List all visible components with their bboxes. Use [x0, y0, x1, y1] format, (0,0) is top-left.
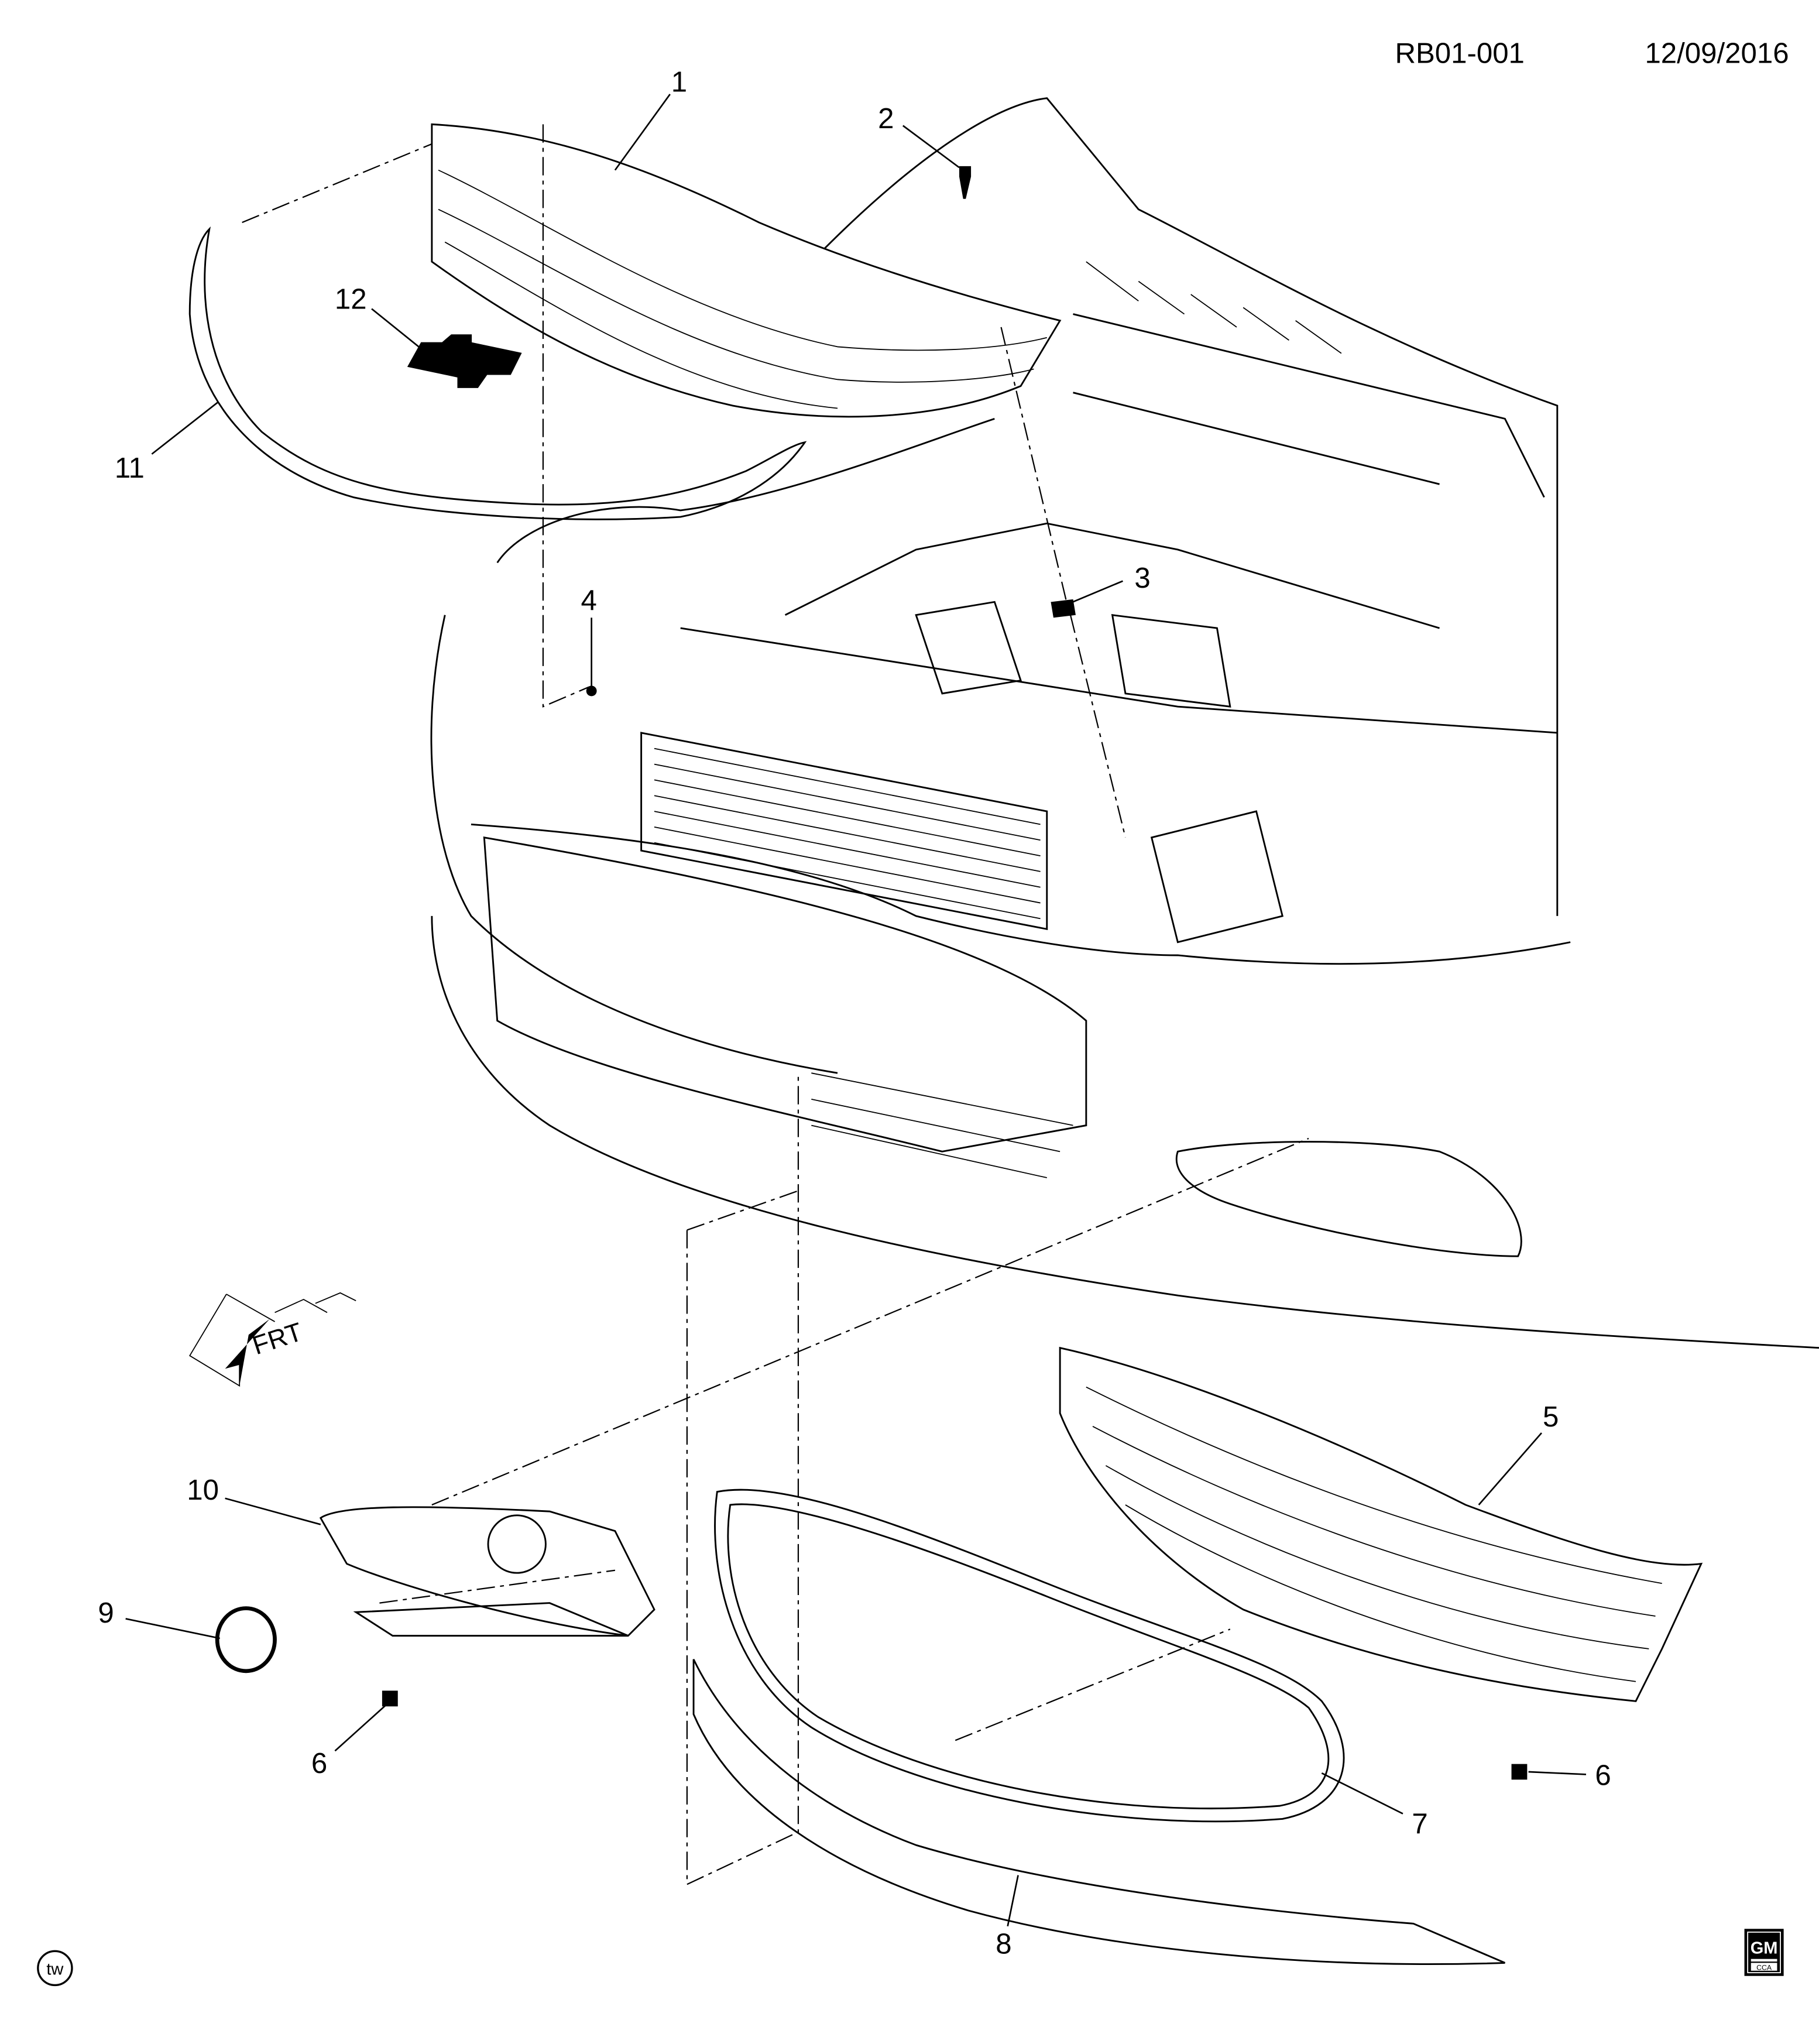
callout-9: 9 [98, 1597, 114, 1629]
svg-text:tw: tw [46, 1960, 64, 1979]
callout-8: 8 [996, 1928, 1011, 1960]
part-retainer-4 [586, 685, 597, 697]
tw-logo: tw [37, 1950, 73, 1987]
part-emblem-bowtie [407, 334, 522, 388]
callout-1: 1 [671, 66, 687, 98]
callout-6-left: 6 [311, 1747, 327, 1779]
radiator-fins [654, 747, 1041, 920]
part-bolt [959, 166, 972, 199]
leader-lines [125, 94, 1587, 1927]
callout-4: 4 [581, 584, 597, 616]
callout-7: 7 [1412, 1808, 1427, 1840]
callout-11: 11 [115, 452, 145, 484]
part-fog-lamp-bezel [319, 1506, 655, 1637]
front-direction-arrow: FRT [188, 1292, 356, 1387]
part-lower-fascia-trim [692, 1659, 1505, 1965]
callout-12: 12 [335, 283, 367, 315]
alignment-lines [242, 124, 1309, 1886]
diagram-id: RB01-001 [1395, 37, 1524, 69]
callout-10: 10 [187, 1474, 219, 1506]
svg-text:GM: GM [1751, 1939, 1778, 1958]
frt-label: FRT [249, 1318, 306, 1360]
callout-3: 3 [1134, 562, 1150, 594]
part-lower-grille-frame [714, 1489, 1345, 1823]
callout-5: 5 [1543, 1401, 1559, 1433]
part-fog-lamp-ring [215, 1606, 277, 1673]
part-lower-grille [1059, 1346, 1703, 1702]
vehicle-front-body [430, 97, 1819, 1349]
part-retainer-right [1511, 1764, 1528, 1780]
part-upper-grille [431, 123, 1062, 418]
callout-2: 2 [878, 102, 894, 135]
callout-6-right: 6 [1595, 1759, 1611, 1791]
part-retainer-left [382, 1690, 398, 1707]
svg-text:CCA: CCA [1756, 1964, 1772, 1972]
gm-logo: GM CCA [1744, 1929, 1784, 1976]
part-grille-molding [188, 226, 807, 520]
diagram-date: 12/09/2016 [1645, 37, 1789, 69]
